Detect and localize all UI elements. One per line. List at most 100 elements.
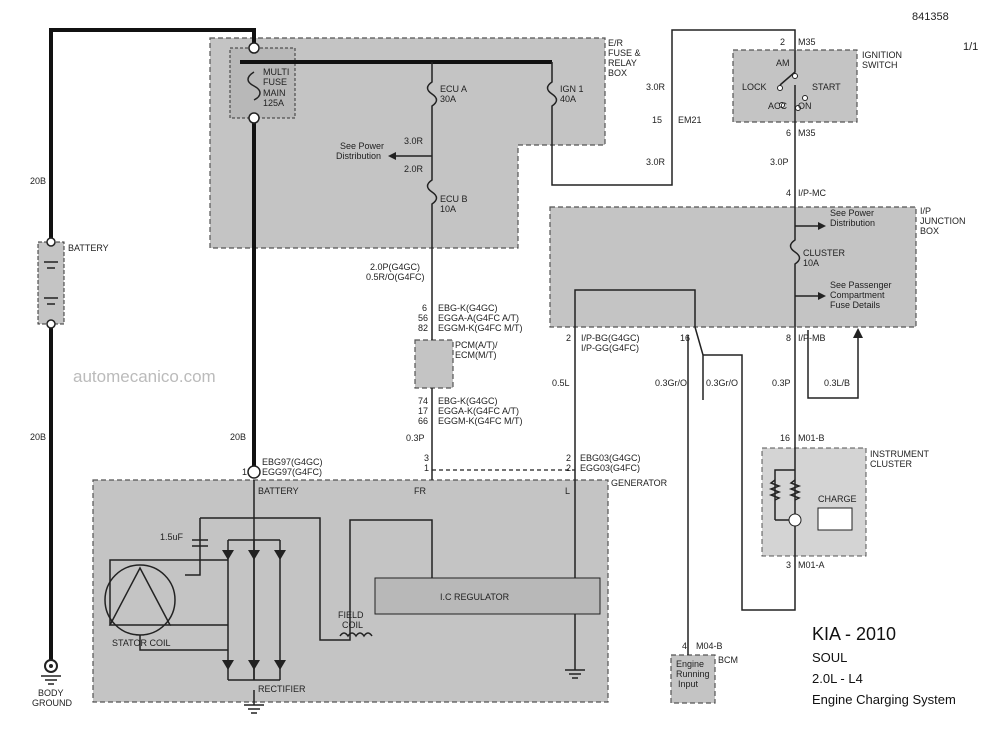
ipmb-pin: 8 xyxy=(786,333,791,343)
ign-lock: LOCK xyxy=(742,82,767,92)
er-box-label-2: FUSE & xyxy=(608,48,641,58)
cluster-fuse-1: CLUSTER xyxy=(803,248,846,258)
gen-l-pin-2: 2 xyxy=(566,463,571,473)
pcm-bot-id-1: EBG-K(G4GC) xyxy=(438,396,498,406)
gen-l-id-1: EBG03(G4GC) xyxy=(580,453,641,463)
wire-30r-c: 3.0R xyxy=(404,136,424,146)
pcm-top-pin-1: 6 xyxy=(422,303,427,313)
engine-running-1: Engine xyxy=(676,659,704,669)
cluster-label-2: CLUSTER xyxy=(870,459,913,469)
gen-l-id-2: EGG03(G4FC) xyxy=(580,463,640,473)
wire-20r: 2.0R xyxy=(404,164,424,174)
engine-running-3: Input xyxy=(678,679,699,689)
ign1-2: 40A xyxy=(560,94,576,104)
rectifier-label: RECTIFIER xyxy=(258,684,306,694)
diagram-id: 841358 xyxy=(912,11,949,23)
pcm-top-id-2: EGGA-A(G4FC A/T) xyxy=(438,313,519,323)
multi-fuse-2: FUSE xyxy=(263,77,287,87)
wire-30r-a: 3.0R xyxy=(646,82,666,92)
m04b-id: M04-B xyxy=(696,641,723,651)
ip-junction-box xyxy=(549,206,917,328)
title-model: SOUL xyxy=(812,650,847,665)
gen-l-pin-1: 2 xyxy=(566,453,571,463)
wire-05r: 0.5R/O(G4FC) xyxy=(366,272,425,282)
cluster-fuse-2: 10A xyxy=(803,258,819,268)
wire-20p: 2.0P(G4GC) xyxy=(370,262,420,272)
battery-label: BATTERY xyxy=(68,243,109,253)
regulator-label: I.C REGULATOR xyxy=(440,592,510,602)
body-ground-1: BODY xyxy=(38,688,64,698)
ign-on: ON xyxy=(798,101,812,111)
battery-symbol xyxy=(37,241,65,325)
ip-label-2: JUNCTION xyxy=(920,216,966,226)
wire-20b-gen: 20B xyxy=(230,432,246,442)
ipbg-2: I/P-GG(G4FC) xyxy=(581,343,639,353)
wire-03p-ip: 0.3P xyxy=(772,378,791,388)
cluster-label-1: INSTRUMENT xyxy=(870,449,929,459)
pcm-bot-pin-1: 74 xyxy=(418,396,428,406)
ipbg-pin: 2 xyxy=(566,333,571,343)
see-passenger-1: See Passenger xyxy=(830,280,892,290)
gen-fr-pin-2: 1 xyxy=(424,463,429,473)
wire-30r-b: 3.0R xyxy=(646,157,666,167)
pcm-top-id-3: EGGM-K(G4FC M/T) xyxy=(438,323,523,333)
ip-label-1: I/P xyxy=(920,206,931,216)
title-make-year: KIA - 2010 xyxy=(812,624,896,644)
gen-batt-id-2: EGG97(G4FC) xyxy=(262,467,322,477)
gen-batt-id-1: EBG97(G4GC) xyxy=(262,457,323,467)
wire-03gr-a: 0.3Gr/O xyxy=(655,378,687,388)
generator-label: GENERATOR xyxy=(611,478,668,488)
pin-16: 16 xyxy=(680,333,690,343)
pcm-label-2: ECM(M/T) xyxy=(455,350,497,360)
ign-am: AM xyxy=(776,58,790,68)
pcm-top-pin-3: 82 xyxy=(418,323,428,333)
pcm-box xyxy=(414,339,454,389)
ign1-1: IGN 1 xyxy=(560,84,584,94)
see-power-ip-1: See Power xyxy=(830,208,874,218)
ignition-label-1: IGNITION xyxy=(862,50,902,60)
ecu-a-1: ECU A xyxy=(440,84,467,94)
em21-pin: 15 xyxy=(652,115,662,125)
main-fuse-2: 125A xyxy=(263,98,284,108)
ipbg-1: I/P-BG(G4GC) xyxy=(581,333,640,343)
ign-acc: ACC xyxy=(768,101,788,111)
m35-top-pin: 2 xyxy=(780,37,785,47)
charge-label: CHARGE xyxy=(818,494,857,504)
see-power-ip-2: Distribution xyxy=(830,218,875,228)
m01b-id: M01-B xyxy=(798,433,825,443)
pcm-bot-id-3: EGGM-K(G4FC M/T) xyxy=(438,416,523,426)
m35-bot-id: M35 xyxy=(798,128,816,138)
page-number: 1/1 xyxy=(963,41,978,53)
wire-05l: 0.5L xyxy=(552,378,570,388)
field-coil-2: COIL xyxy=(342,620,363,630)
er-fuse-relay-box xyxy=(209,37,606,249)
wire-03gr-b: 0.3Gr/O xyxy=(706,378,738,388)
er-box-label-4: BOX xyxy=(608,68,627,78)
wire-03lb: 0.3L/B xyxy=(824,378,850,388)
pcm-bot-id-2: EGGA-K(G4FC A/T) xyxy=(438,406,519,416)
gen-battery: BATTERY xyxy=(258,486,299,496)
capacitor-label: 1.5uF xyxy=(160,532,184,542)
pcm-label-1: PCM(A/T)/ xyxy=(455,340,498,350)
instrument-cluster-box xyxy=(761,447,867,557)
wire-20b-bottom: 20B xyxy=(30,432,46,442)
bcm-box xyxy=(670,654,716,704)
pcm-bot-pin-2: 17 xyxy=(418,406,428,416)
gen-fr-pin-1: 3 xyxy=(424,453,429,463)
ipmc-pin: 4 xyxy=(786,188,791,198)
ecu-b-1: ECU B xyxy=(440,194,468,204)
m35-bot-pin: 6 xyxy=(786,128,791,138)
ipmb-id: I/P-MB xyxy=(798,333,826,343)
er-box-label-1: E/R xyxy=(608,38,624,48)
gen-batt-pin: 1 xyxy=(242,467,247,477)
em21-id: EM21 xyxy=(678,115,702,125)
watermark: automecanico.com xyxy=(73,367,216,386)
er-box-label-3: RELAY xyxy=(608,58,637,68)
ignition-label-2: SWITCH xyxy=(862,60,898,70)
pcm-top-id-1: EBG-K(G4GC) xyxy=(438,303,498,313)
wire-30p: 3.0P xyxy=(770,157,789,167)
field-coil-1: FIELD xyxy=(338,610,364,620)
ecu-a-2: 30A xyxy=(440,94,456,104)
see-power-er-1: See Power xyxy=(340,141,384,151)
